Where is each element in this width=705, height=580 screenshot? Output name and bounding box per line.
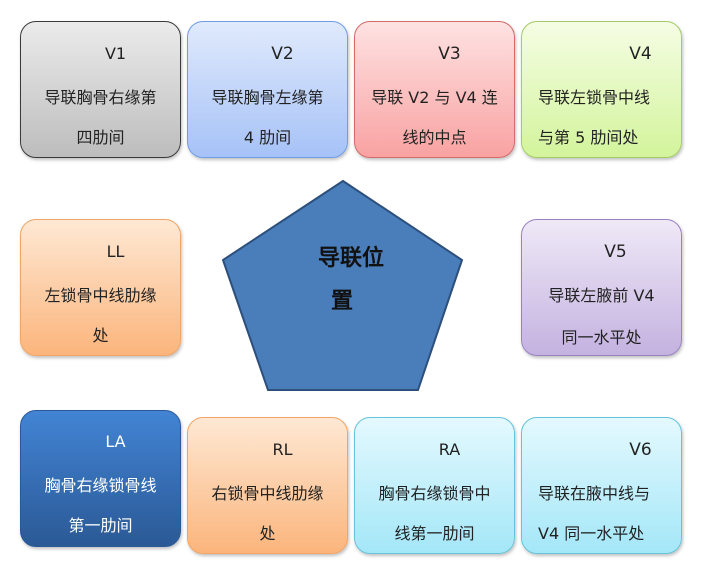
box-title: V1 <box>104 44 127 63</box>
box-la: LA 胸骨右缘锁骨线 第一肋间 <box>20 410 181 547</box>
box-title: LA <box>105 432 126 451</box>
box-ra: RA 胸骨右缘锁骨中 线第一肋间 <box>354 417 515 554</box>
box-v5: V5 导联左腋前 V4 同一水平处 <box>521 219 682 356</box>
box-line: 导联 V2 与 V4 连 <box>371 88 498 107</box>
box-line: 处 <box>92 326 109 345</box>
box-ll: LL 左锁骨中线肋缘 处 <box>20 219 181 356</box>
box-line: 胸骨右缘锁骨中 <box>378 484 491 503</box>
box-rl: RL 右锁骨中线肋缘 处 <box>187 417 348 554</box>
box-line: V4 同一水平处 <box>538 524 645 543</box>
box-line: 导联胸骨右缘第 <box>44 88 157 107</box>
box-line: 导联左锁骨中线 <box>538 88 651 107</box>
box-title: RL <box>272 440 293 459</box>
box-v4: V4 导联左锁骨中线 与第 5 肋间处 <box>521 21 682 158</box>
box-v1: V1 导联胸骨右缘第 四肋间 <box>20 21 181 158</box>
box-line: 与第 5 肋间处 <box>538 128 639 147</box>
box-v2: V2 导联胸骨左缘第 4 肋间 <box>187 21 348 158</box>
box-line: 4 肋间 <box>243 128 292 147</box>
box-title: RA <box>438 440 461 459</box>
box-title: LL <box>106 242 125 261</box>
box-title: V6 <box>629 440 652 460</box>
center-title-line2: 置 <box>331 289 354 314</box>
box-line: 处 <box>259 524 276 543</box>
box-title: V2 <box>271 44 294 64</box>
center-title-line1: 导联位 <box>318 246 385 271</box>
box-title: V4 <box>629 44 652 64</box>
box-line: 右锁骨中线肋缘 <box>211 484 324 503</box>
box-line: 第一肋间 <box>68 516 133 535</box>
box-line: 线的中点 <box>402 128 467 147</box>
box-v6: V6 导联在腋中线与 V4 同一水平处 <box>521 417 682 554</box>
box-title: V3 <box>438 44 461 64</box>
box-v3: V3 导联 V2 与 V4 连 线的中点 <box>354 21 515 158</box>
box-line: 导联在腋中线与 <box>538 484 651 503</box>
box-line: 四肋间 <box>76 128 125 147</box>
box-line: 胸骨右缘锁骨线 <box>44 476 157 495</box>
box-title: V5 <box>604 242 627 262</box>
box-line: 同一水平处 <box>561 328 642 347</box>
box-line: 左锁骨中线肋缘 <box>44 286 157 305</box>
pentagon <box>221 179 464 391</box>
box-line: 导联胸骨左缘第 <box>211 88 324 107</box>
box-line: 线第一肋间 <box>394 524 475 543</box>
box-line: 导联左腋前 V4 <box>548 286 655 305</box>
